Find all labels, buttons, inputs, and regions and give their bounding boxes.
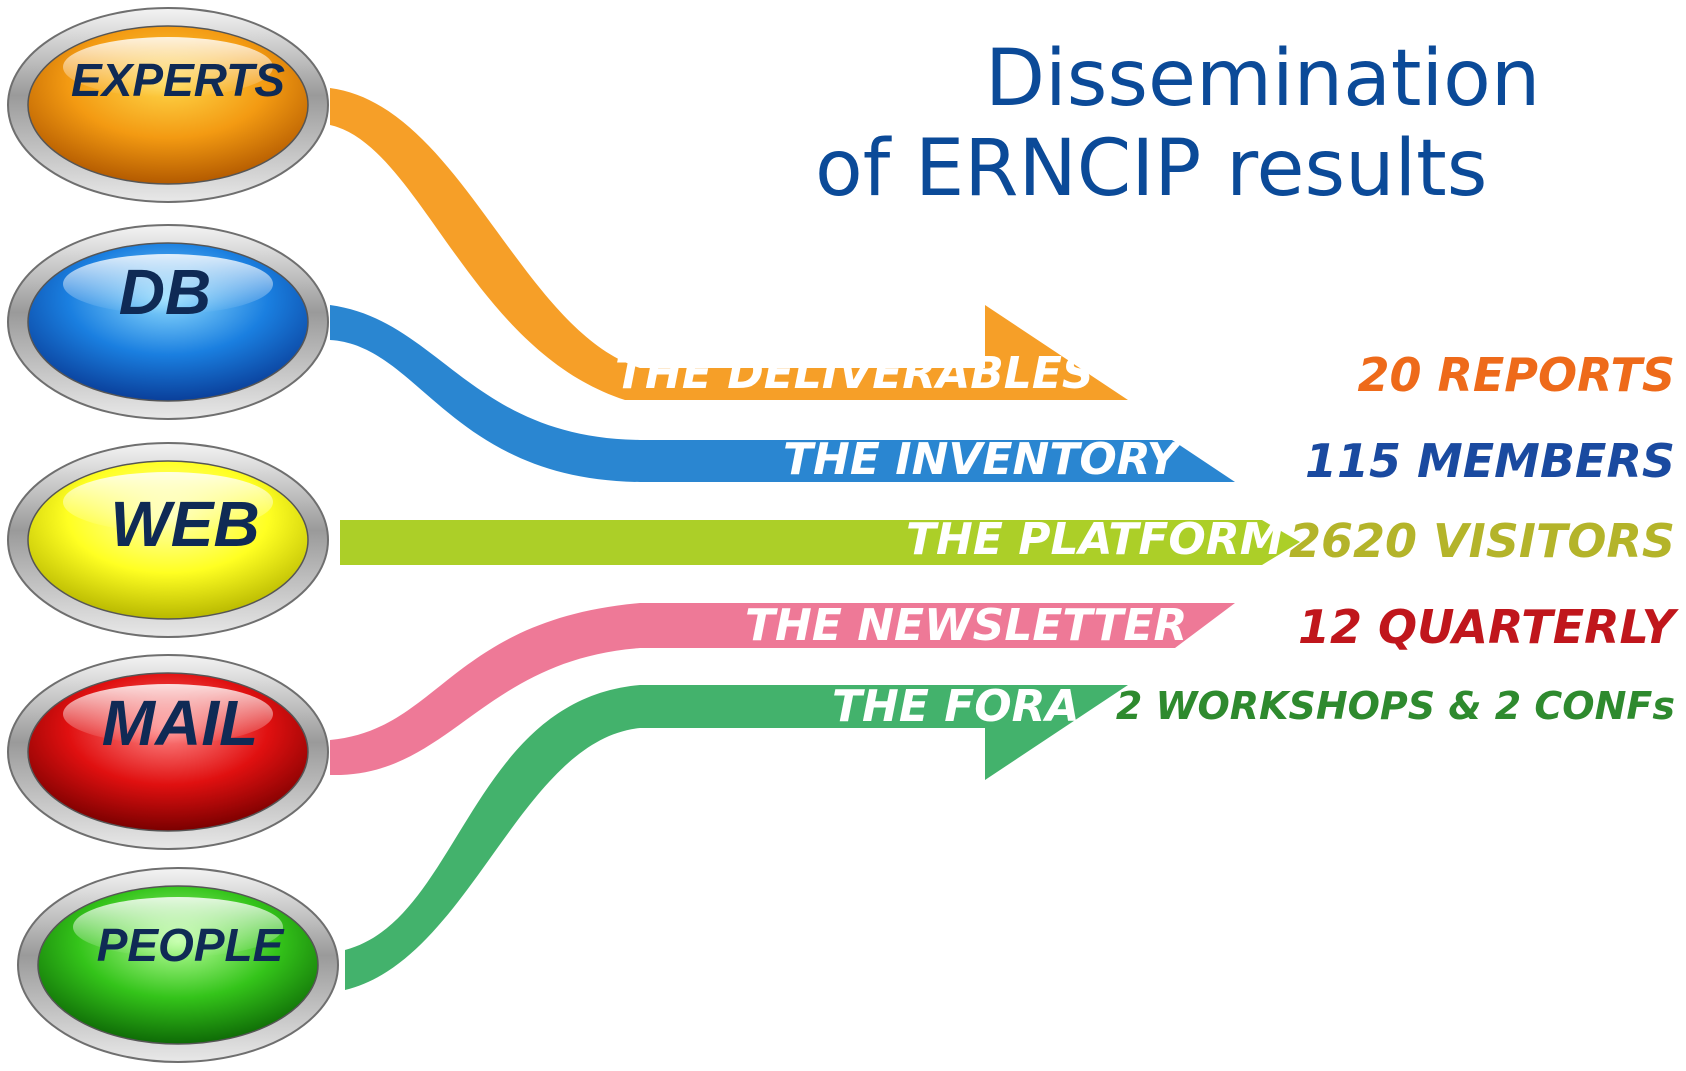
result-members: 115 MEMBERS	[1304, 434, 1675, 488]
button-label-people: PEOPLE	[96, 919, 284, 971]
arrow-label-inventory: THE INVENTORY	[783, 434, 1179, 485]
button-people	[17, 867, 339, 1063]
result-events: 2 WORKSHOPS & 2 CONFs	[1115, 684, 1675, 728]
title-line-1: Dissemination	[985, 34, 1541, 124]
arrow-label-platform: THE PLATFORM	[906, 514, 1284, 565]
button-web	[7, 442, 329, 638]
result-quarterly: 12 QUARTERLY	[1297, 600, 1675, 654]
button-label-experts: EXPERTS	[71, 54, 285, 106]
arrow-newsletter	[330, 603, 1235, 776]
button-mail	[7, 654, 329, 850]
arrow-label-deliverables: THE DELIVERABLES	[615, 348, 1094, 399]
result-visitors: 2620 VISITORS	[1288, 514, 1675, 568]
title-line-2: of ERNCIP results	[815, 124, 1488, 214]
button-label-db: DB	[118, 256, 212, 328]
result-reports: 20 REPORTS	[1357, 348, 1675, 402]
button-label-mail: MAIL	[101, 687, 259, 759]
button-label-web: WEB	[110, 488, 260, 560]
arrow-fora	[345, 685, 1128, 990]
button-experts	[7, 7, 329, 203]
arrow-platform	[340, 520, 1300, 565]
arrow-inventory	[330, 305, 1235, 482]
arrow-label-newsletter: THE NEWSLETTER	[745, 600, 1188, 651]
arrow-label-fora: THE FORA	[832, 681, 1080, 732]
button-db	[7, 224, 329, 420]
arrow-deliverables	[330, 88, 1128, 400]
